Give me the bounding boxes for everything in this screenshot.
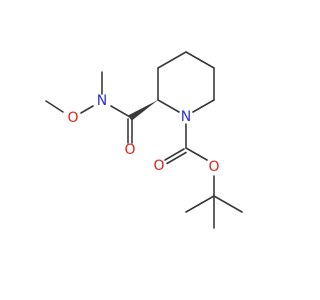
atom-o-carbamate-carbonyl: O — [153, 158, 164, 174]
bond-amide-c-n — [110, 105, 131, 118]
atom-o-carbamate-ester: O — [208, 159, 219, 175]
atom-n-piperidine: N — [181, 109, 191, 125]
bond-o-methyl — [45, 100, 64, 113]
bond-tbutyl-methyl-right — [213, 195, 243, 213]
atom-o-amide-carbonyl: O — [124, 142, 135, 158]
bond-ring-c6-n1 — [192, 99, 215, 113]
bond-ring-c3-c4 — [157, 51, 187, 69]
atom-n-amide: N — [97, 93, 107, 109]
bond-ring-n1-c2 — [157, 99, 180, 113]
bond-carbamate-c-o-ester — [185, 147, 208, 161]
atom-o-methoxy: O — [67, 110, 78, 126]
bond-ring-c4-c5 — [185, 51, 215, 69]
molecule-structure: N N O O O O — [45, 51, 243, 229]
bond-n-o — [80, 105, 94, 114]
bond-carbamate-c-o-1 — [164, 148, 185, 161]
bond-tbutyl-methyl-left — [185, 195, 215, 213]
bond-wedge-c2-carbonyl — [128, 100, 158, 121]
bond-carbamate-c-o-2 — [166, 151, 187, 165]
